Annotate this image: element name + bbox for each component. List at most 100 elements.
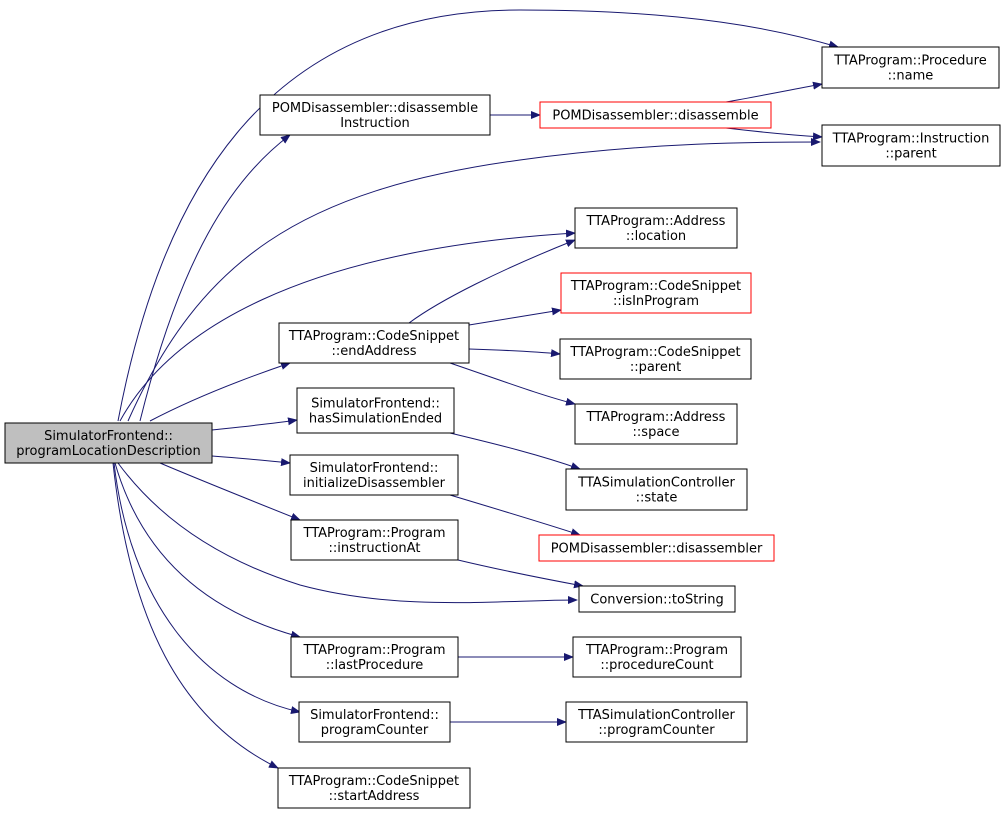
node-box	[298, 701, 451, 743]
edge-endAddress-to-addrSpace	[449, 362, 576, 406]
node-box	[578, 585, 736, 613]
node-box	[572, 636, 742, 678]
node-label-line: TTAProgram::Procedure	[833, 54, 986, 69]
edge-root-to-addrLocation	[119, 229, 576, 422]
node-startAddress[interactable]: TTAProgram::CodeSnippet::startAddress	[277, 767, 471, 809]
node-box	[538, 534, 775, 562]
node-label-line: ::space	[633, 425, 680, 440]
node-label-line: TTAProgram::Program	[585, 643, 728, 658]
node-label-line: TTAProgram::Program	[303, 526, 446, 541]
edge-root-to-disInstr	[139, 134, 291, 422]
node-label-line: POMDisassembler::disassemble	[552, 109, 758, 124]
node-simState[interactable]: TTASimulationController::state	[565, 468, 748, 511]
nodes-layer: SimulatorFrontend::programLocationDescri…	[4, 46, 1001, 809]
node-initDis[interactable]: SimulatorFrontend::initializeDisassemble…	[289, 454, 459, 496]
node-label-line: hasSimulationEnded	[309, 412, 442, 427]
node-box	[821, 46, 1000, 89]
node-label-line: POMDisassembler::disassembler	[551, 542, 763, 557]
node-procCount[interactable]: TTAProgram::Program::procedureCount	[572, 636, 742, 678]
node-box	[560, 272, 752, 314]
node-label-line: programLocationDescription	[16, 444, 201, 459]
node-label-line: SimulatorFrontend::	[311, 397, 440, 412]
node-label-line: initializeDisassembler	[303, 476, 446, 491]
node-root: SimulatorFrontend::programLocationDescri…	[4, 422, 213, 464]
node-disassemble[interactable]: POMDisassembler::disassemble	[539, 101, 772, 129]
node-hasSimEnded[interactable]: SimulatorFrontend::hasSimulationEnded	[296, 387, 455, 434]
node-isInProgram[interactable]: TTAProgram::CodeSnippet::isInProgram	[560, 272, 752, 314]
edge-root-to-toString	[117, 462, 578, 605]
node-addrSpace[interactable]: TTAProgram::Address::space	[574, 403, 738, 445]
node-box	[4, 422, 213, 464]
node-label-line: programCounter	[321, 723, 429, 738]
node-label-line: ::startAddress	[329, 789, 420, 804]
node-disassembler[interactable]: POMDisassembler::disassembler	[538, 534, 775, 562]
edge-root-to-instrAt	[159, 462, 301, 521]
node-box	[574, 403, 738, 445]
node-label-line: TTAProgram::CodeSnippet	[570, 279, 741, 294]
node-label-line: ::parent	[885, 147, 936, 162]
node-label-line: SimulatorFrontend::	[310, 708, 439, 723]
node-label-line: ::state	[636, 491, 678, 506]
node-label-line: TTASimulationController	[577, 476, 735, 491]
edge-root-to-startAddress	[112, 462, 279, 769]
node-label-line: TTAProgram::CodeSnippet	[288, 329, 459, 344]
node-box	[290, 519, 459, 561]
edges-layer	[112, 9, 839, 769]
node-instrParent[interactable]: TTAProgram::Instruction::parent	[821, 124, 1001, 167]
edge-initDis-to-disassembler	[449, 494, 581, 536]
edge-endAddress-to-isInProgram	[468, 307, 562, 326]
node-instrAt[interactable]: TTAProgram::Program::instructionAt	[290, 519, 459, 561]
edge-root-to-instrParent	[127, 138, 821, 422]
edge-endAddress-to-snippetParent	[468, 348, 561, 358]
node-label-line: TTAProgram::Program	[303, 643, 446, 658]
node-procName[interactable]: TTAProgram::Procedure::name	[821, 46, 1000, 89]
node-label-line: ::location	[626, 229, 686, 244]
edge-endAddress-to-addrLocation	[408, 239, 576, 324]
node-label-line: ::endAddress	[331, 344, 416, 359]
edge-disassemble-to-instrParent	[725, 127, 823, 141]
node-box	[539, 101, 772, 129]
node-simProgCounter[interactable]: TTASimulationController::programCounter	[565, 701, 748, 743]
node-label-line: Instruction	[340, 116, 410, 131]
node-label-line: TTAProgram::Address	[586, 410, 726, 425]
node-addrLocation[interactable]: TTAProgram::Address::location	[574, 207, 738, 249]
edge-root-to-lastProc	[114, 462, 301, 639]
node-box	[289, 454, 459, 496]
node-label-line: ::lastProcedure	[326, 658, 424, 673]
edge-root-to-endAddress	[149, 362, 291, 422]
node-lastProc[interactable]: TTAProgram::Program::lastProcedure	[290, 636, 459, 678]
node-box	[259, 94, 491, 136]
edge-hasSimEnded-to-simState	[449, 432, 581, 470]
edge-root-to-hasSimEnded	[211, 417, 298, 431]
node-box	[290, 636, 459, 678]
node-label-line: TTAProgram::Instruction	[832, 132, 990, 147]
node-label-line: TTAProgram::CodeSnippet	[288, 774, 459, 789]
node-box	[565, 701, 748, 743]
node-label-line: ::name	[888, 69, 934, 84]
edge-root-to-procName	[117, 9, 839, 422]
node-label-line: TTASimulationController	[577, 708, 735, 723]
node-box	[565, 468, 748, 511]
node-label-line: ::procedureCount	[600, 658, 713, 673]
node-label-line: SimulatorFrontend::	[44, 429, 173, 444]
node-toString[interactable]: Conversion::toString	[578, 585, 736, 613]
node-label-line: SimulatorFrontend::	[310, 461, 439, 476]
node-box	[277, 767, 471, 809]
edge-instrAt-to-toString	[457, 559, 584, 589]
edge-disassemble-to-procName	[725, 81, 823, 103]
node-label-line: POMDisassembler::disassemble	[272, 101, 478, 116]
node-box	[559, 338, 752, 380]
node-label-line: TTAProgram::Address	[586, 214, 726, 229]
node-label-line: ::instructionAt	[329, 541, 421, 556]
node-label-line: TTAProgram::CodeSnippet	[569, 345, 740, 360]
node-snippetParent[interactable]: TTAProgram::CodeSnippet::parent	[559, 338, 752, 380]
edge-root-to-progCounter	[113, 462, 301, 714]
node-endAddress[interactable]: TTAProgram::CodeSnippet::endAddress	[278, 322, 470, 364]
node-box	[821, 124, 1001, 167]
edge-root-to-initDis	[211, 455, 291, 467]
node-box	[574, 207, 738, 249]
node-progCounter[interactable]: SimulatorFrontend::programCounter	[298, 701, 451, 743]
node-label-line: Conversion::toString	[590, 593, 724, 608]
